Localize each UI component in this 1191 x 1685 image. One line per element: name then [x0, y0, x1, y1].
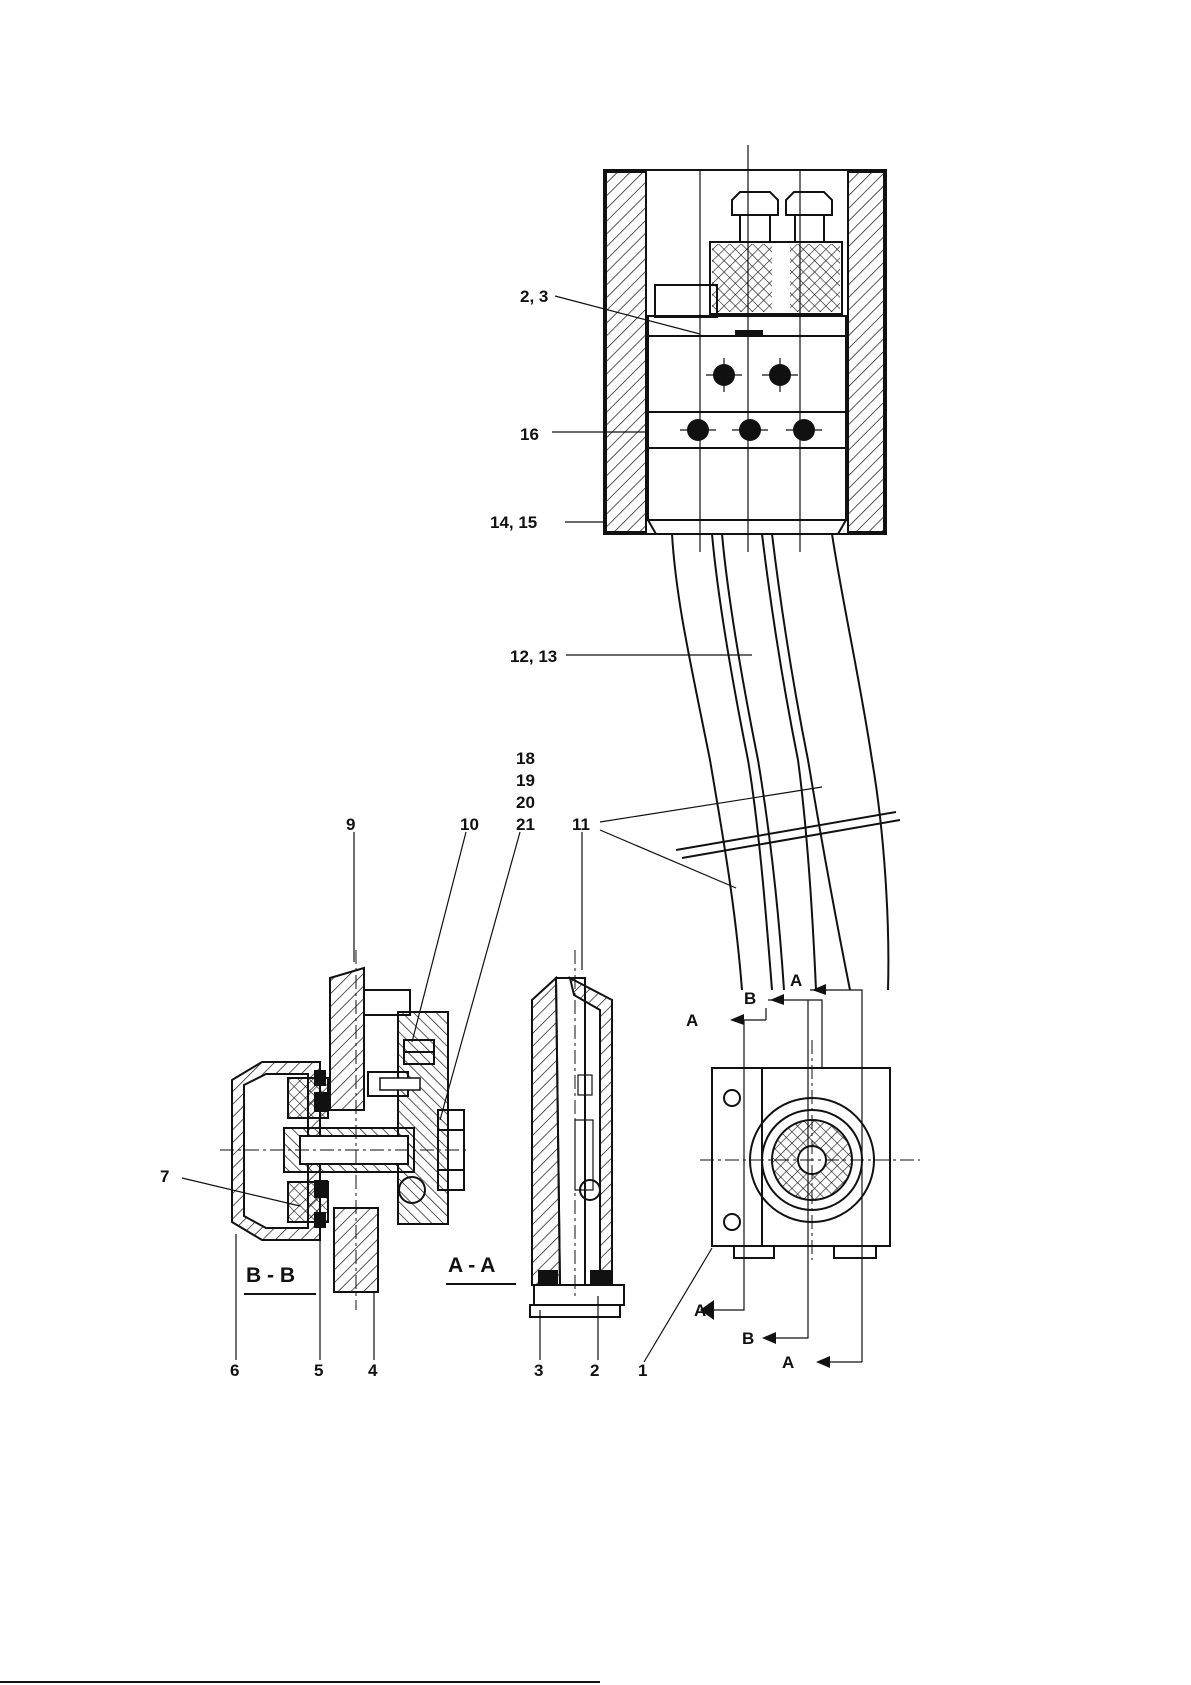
cable-c-left-edge — [772, 534, 850, 990]
aa-core — [556, 978, 585, 1285]
label-20: 20 — [516, 793, 535, 812]
label-3: 3 — [534, 1361, 543, 1380]
lug-9 — [330, 968, 364, 1110]
arrow-label-a-left: A — [686, 1011, 698, 1030]
section-title-aa: A - A — [448, 1254, 495, 1277]
housing-wall-right — [848, 172, 884, 532]
label-19: 19 — [516, 771, 535, 790]
label-1: 1 — [638, 1361, 647, 1380]
label-14-15: 14, 15 — [490, 513, 537, 532]
insulator-lower — [648, 448, 846, 520]
label-2: 2 — [590, 1361, 599, 1380]
label-7: 7 — [160, 1167, 169, 1186]
screw-hole-upper — [724, 1090, 740, 1106]
gland-right — [786, 192, 832, 215]
section-b-b — [220, 950, 470, 1310]
break-line-2 — [682, 820, 900, 858]
break-line-1 — [676, 812, 896, 850]
label-9: 9 — [346, 815, 355, 834]
label-12-13: 12, 13 — [510, 647, 557, 666]
section-title-bb: B - B — [246, 1264, 295, 1287]
arrow-a-bottom2 — [816, 1356, 830, 1368]
connector-insert-right — [790, 244, 840, 312]
screw-hole-lower — [724, 1214, 740, 1230]
arrow-label-a-bottom2: A — [782, 1353, 794, 1372]
cable-c-right-edge — [832, 534, 888, 990]
connector-insert-left — [712, 244, 772, 312]
arrow-label-b-top: B — [744, 989, 756, 1008]
label-5: 5 — [314, 1361, 323, 1380]
cable-b-left-edge — [722, 534, 784, 990]
housing-assembly — [604, 145, 886, 552]
arrow-b-bottom — [762, 1332, 776, 1344]
arrow-b-top — [770, 994, 784, 1005]
cable-a-left-edge — [672, 534, 742, 990]
section-a-a — [530, 950, 624, 1317]
seal-upper — [314, 1070, 326, 1086]
arrow-label-a-bottom1: A — [694, 1301, 706, 1320]
label-10: 10 — [460, 815, 479, 834]
housing-wall-left — [606, 172, 646, 532]
contacts — [680, 358, 822, 441]
insulator-upper — [648, 336, 846, 412]
gland-left — [732, 192, 778, 215]
cable-a-right-edge — [712, 534, 772, 990]
label-2-3: 2, 3 — [520, 287, 548, 306]
connector-housing-1 — [700, 984, 920, 1368]
arrow-label-b-bottom: B — [742, 1329, 754, 1348]
arrow-a-top — [812, 984, 826, 995]
label-18: 18 — [516, 749, 535, 768]
arrow-label-a-top: A — [790, 971, 802, 990]
aa-seal-2 — [590, 1270, 612, 1284]
label-21: 21 — [516, 815, 535, 834]
cable-bundle — [672, 534, 900, 990]
aa-seal-3 — [538, 1270, 558, 1284]
terminal-tab — [655, 285, 717, 317]
foot-left — [734, 1246, 774, 1258]
seal-5 — [314, 1212, 326, 1228]
aa-base — [534, 1285, 624, 1305]
label-4: 4 — [368, 1361, 378, 1380]
aa-right-wall — [570, 978, 612, 1285]
label-11: 11 — [572, 815, 590, 834]
aa-foot — [530, 1305, 620, 1317]
label-16: 16 — [520, 425, 539, 444]
arrow-a-left — [730, 1014, 744, 1025]
label-6: 6 — [230, 1361, 239, 1380]
foot-right — [834, 1246, 876, 1258]
section-titles: B - B A - A — [244, 1254, 516, 1294]
